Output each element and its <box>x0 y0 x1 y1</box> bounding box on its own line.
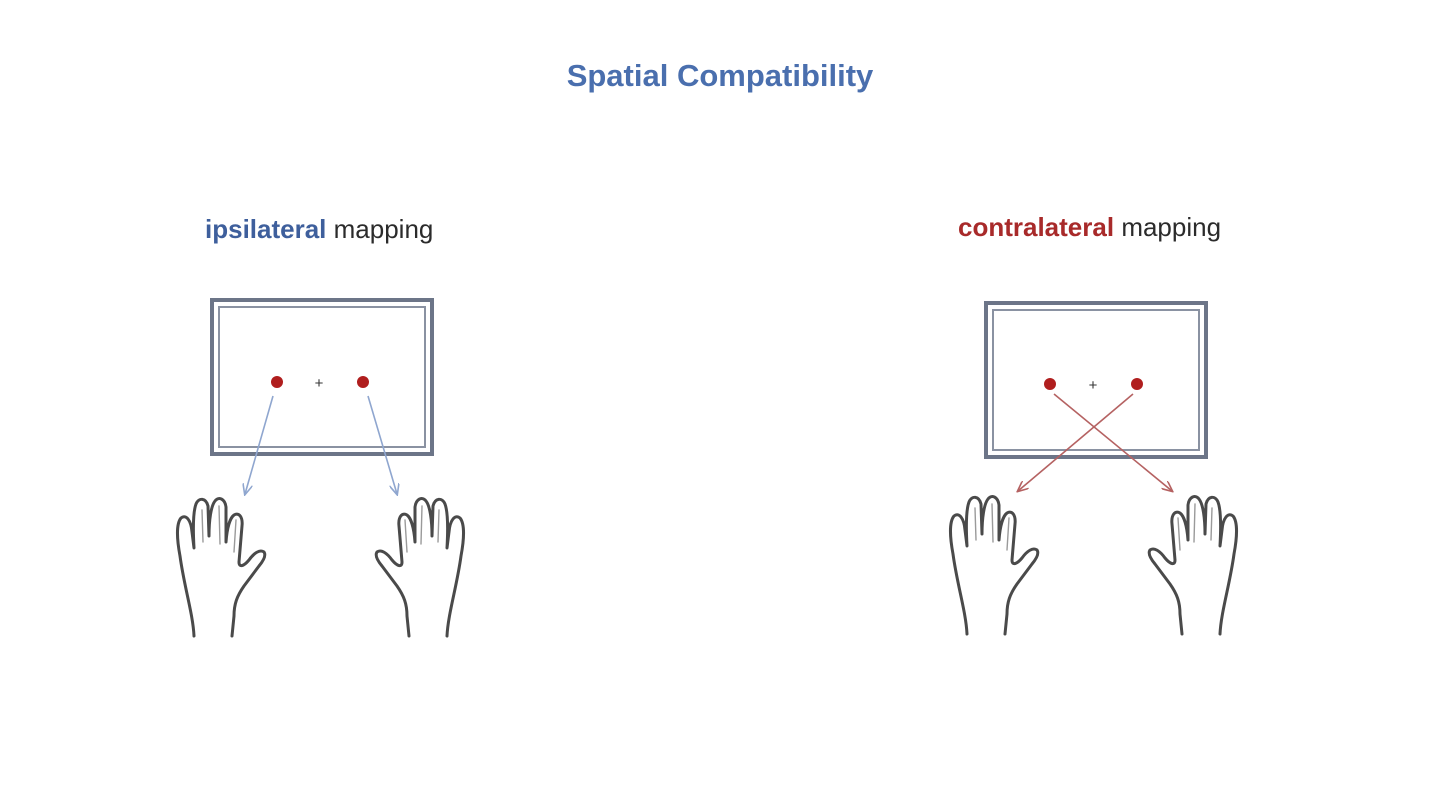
left-stimulus-dot <box>271 376 283 388</box>
contralateral-keyword: contralateral <box>958 212 1115 242</box>
contralateral-caption: contralateral mapping <box>958 212 1221 243</box>
right-hand-icon <box>1147 495 1238 636</box>
left-hand-icon <box>176 497 267 638</box>
contralateral-right-to-left-arrow <box>1018 393 1134 491</box>
right-hand-icon <box>374 497 465 638</box>
contralateral-screen <box>984 301 1208 459</box>
contralateral-left-to-right-arrow <box>1053 393 1172 491</box>
ipsilateral-keyword: ipsilateral <box>205 214 327 244</box>
diagram-title: Spatial Compatibility <box>566 58 874 93</box>
fixation-cross: + <box>1089 377 1098 394</box>
right-stimulus-dot <box>1131 378 1143 390</box>
right-stimulus-dot <box>357 376 369 388</box>
ipsilateral-screen <box>210 298 434 456</box>
left-hand-icon <box>949 495 1040 636</box>
contralateral-suffix: mapping <box>1121 212 1222 242</box>
contralateral-panel: + <box>949 301 1238 636</box>
ipsilateral-right-arrow <box>367 395 397 494</box>
left-stimulus-dot <box>1044 378 1056 390</box>
ipsilateral-caption: ipsilateral mapping <box>205 214 433 245</box>
ipsilateral-panel: + <box>176 298 465 638</box>
ipsilateral-suffix: mapping <box>333 214 434 244</box>
fixation-cross: + <box>315 375 324 392</box>
ipsilateral-left-arrow <box>245 395 274 494</box>
